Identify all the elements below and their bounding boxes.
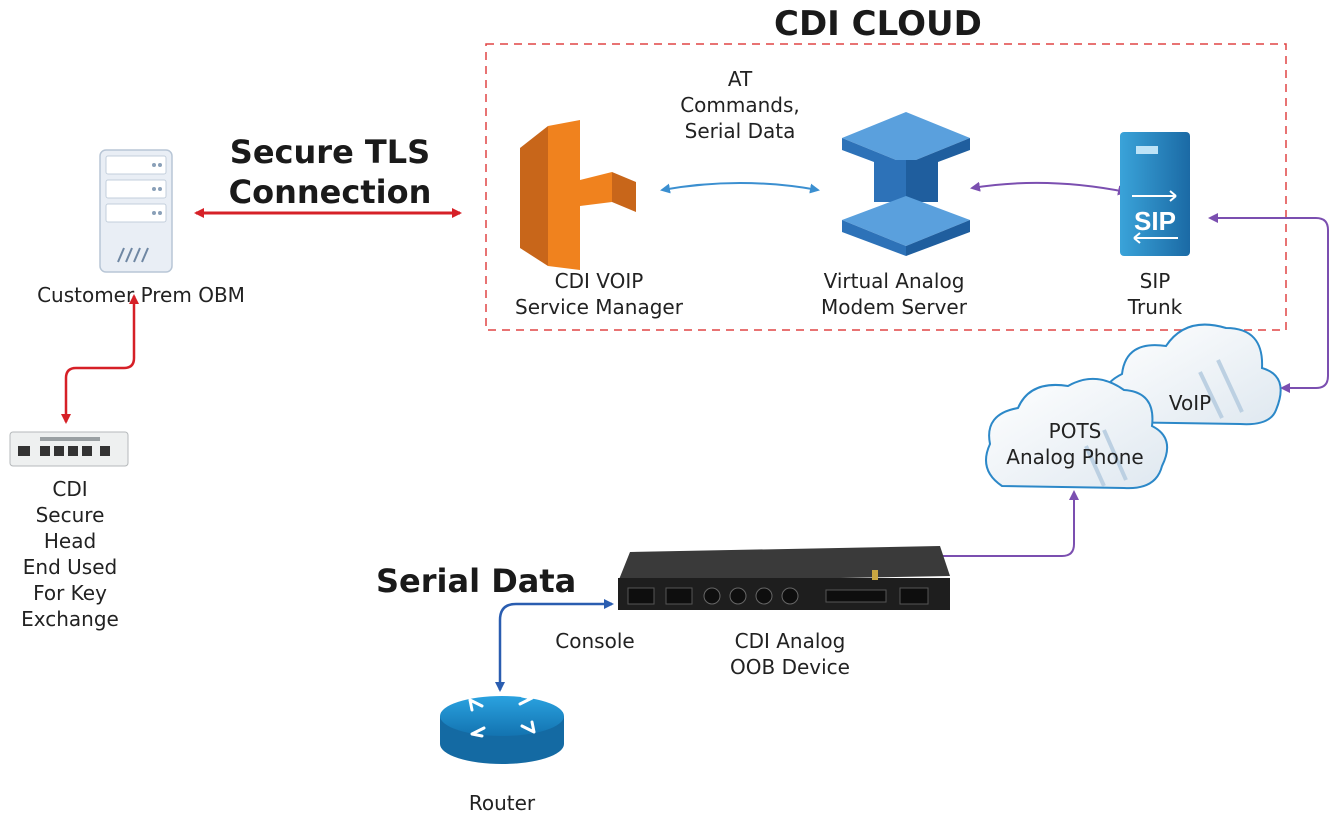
head-end-label-line: CDI xyxy=(52,477,88,501)
sip-trunk-label-line: SIP xyxy=(1139,269,1171,293)
console-router-arrow xyxy=(495,599,614,692)
head-end-label-line: Secure xyxy=(35,503,105,527)
sip-trunk-icon: SIP xyxy=(1120,132,1190,256)
tls-label-line: Connection xyxy=(228,173,432,211)
head-end-label-line: End Used xyxy=(22,555,118,579)
server-icon xyxy=(99,149,173,273)
tls-label-line: Secure TLS xyxy=(229,133,431,171)
voip-manager-icon xyxy=(520,120,636,270)
sip-trunk-label: SIP Trunk xyxy=(1110,268,1200,320)
at-commands-arrow xyxy=(660,182,820,194)
tls-connection-label: Secure TLS Connection xyxy=(220,132,440,212)
head-end-label: CDI Secure Head End Used For Key Exchang… xyxy=(10,476,130,632)
voip-manager-label-line: CDI VOIP xyxy=(554,269,644,293)
sip-voip-arrow xyxy=(1208,213,1329,393)
at-label-line: Commands, xyxy=(680,93,800,117)
oob-device-icon xyxy=(618,546,950,610)
router-icon xyxy=(440,694,564,764)
diagram-title: CDI CLOUD xyxy=(774,4,982,44)
voip-manager-label-line: Service Manager xyxy=(515,295,683,319)
at-label-line: AT xyxy=(727,67,753,91)
oob-device-label: CDI Analog OOB Device xyxy=(700,628,880,680)
obm-label: Customer Prem OBM xyxy=(37,283,245,307)
voip-cloud-label: VoIP xyxy=(1168,391,1212,415)
console-label: Console xyxy=(555,629,635,653)
modem-server-label: Virtual Analog Modem Server xyxy=(794,268,994,320)
modem-server-label-line: Modem Server xyxy=(821,295,967,319)
voip-manager-label: CDI VOIP Service Manager xyxy=(504,268,694,320)
router-label: Router xyxy=(468,791,536,815)
sip-icon-text: SIP xyxy=(1134,206,1176,236)
sip-trunk-label-line: Trunk xyxy=(1127,295,1183,319)
pots-oob-arrow xyxy=(928,490,1079,561)
cdi-cloud-boundary xyxy=(485,43,1287,331)
head-end-label-line: For Key xyxy=(33,581,107,605)
at-label-line: Serial Data xyxy=(684,119,796,143)
pots-label-line: Analog Phone xyxy=(1006,445,1144,469)
pots-cloud-label: POTS Analog Phone xyxy=(1000,418,1150,470)
pots-label-line: POTS xyxy=(1048,419,1102,443)
oob-device-label-line: OOB Device xyxy=(730,655,850,679)
modem-server-label-line: Virtual Analog xyxy=(823,269,965,293)
head-end-label-line: Exchange xyxy=(21,607,119,631)
pots-cloud-icon xyxy=(985,378,1169,490)
obm-headend-arrow xyxy=(61,294,139,424)
modem-server-icon xyxy=(842,112,970,256)
head-end-device-icon xyxy=(9,431,129,467)
at-commands-label: AT Commands, Serial Data xyxy=(660,66,820,144)
serial-data-title: Serial Data xyxy=(376,562,577,600)
oob-device-label-line: CDI Analog xyxy=(734,629,846,653)
head-end-label-line: Head xyxy=(43,529,97,553)
modem-sip-arrow xyxy=(970,181,1128,196)
